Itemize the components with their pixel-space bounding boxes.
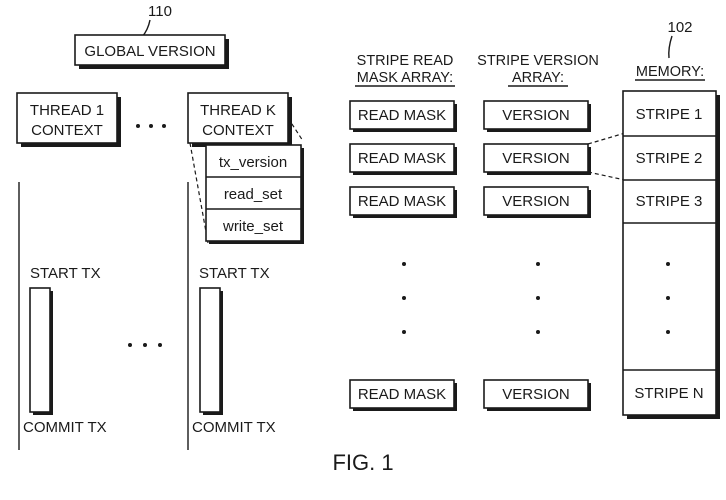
version-cell-n: VERSION — [483, 379, 591, 411]
figure-caption: FIG. 1 — [332, 450, 393, 475]
read-mask-cell-3-label: READ MASK — [358, 193, 446, 210]
context-expansion-line-top — [287, 117, 304, 142]
read-mask-header-line1: STRIPE READ — [357, 53, 454, 69]
read-mask-cell-2-label: READ MASK — [358, 150, 446, 167]
stripe-1: STRIPE 1 — [636, 106, 703, 123]
global-version-label: GLOBAL VERSION — [84, 43, 215, 60]
version-header-line2: ARRAY: — [512, 70, 564, 86]
thread-1-label-line1: THREAD 1 — [30, 102, 104, 119]
ref-102: 102 — [667, 19, 692, 36]
version-cell-1: VERSION — [483, 100, 591, 132]
field-write-set: write_set — [222, 218, 284, 235]
read-mask-cell-2: READ MASK — [349, 143, 457, 175]
ref-102-leader — [668, 35, 673, 59]
stripe-2: STRIPE 2 — [636, 150, 703, 167]
version-cell-2-label: VERSION — [502, 150, 570, 167]
thread-1-label-line2: CONTEXT — [31, 122, 103, 139]
thread-k-context-box: THREAD K CONTEXT — [187, 92, 292, 147]
version-to-stripe-link-top — [587, 132, 626, 145]
version-cell-1-label: VERSION — [502, 107, 570, 124]
thread-1-commit-tx: COMMIT TX — [23, 419, 107, 436]
global-version-box: GLOBAL VERSION — [74, 34, 229, 69]
read-mask-cell-3: READ MASK — [349, 186, 457, 218]
version-cell-n-label: VERSION — [502, 386, 570, 403]
version-header-line1: STRIPE VERSION — [477, 53, 599, 69]
version-array: VERSION VERSION VERSION VERSION — [483, 100, 591, 411]
context-expansion-line-bottom — [189, 142, 209, 244]
stripe-n: STRIPE N — [634, 385, 703, 402]
read-mask-header-line2: MASK ARRAY: — [357, 70, 453, 86]
ref-110: 110 — [148, 3, 172, 20]
read-mask-cell-1-label: READ MASK — [358, 107, 446, 124]
memory-ellipsis — [666, 262, 670, 334]
thread-k-commit-tx: COMMIT TX — [192, 419, 276, 436]
memory-column: STRIPE 1 STRIPE 2 STRIPE 3 STRIPE N — [622, 90, 720, 419]
read-mask-cell-n-label: READ MASK — [358, 386, 446, 403]
read-mask-ellipsis — [402, 262, 406, 334]
read-mask-cell-1: READ MASK — [349, 100, 457, 132]
field-read-set: read_set — [224, 186, 283, 203]
thread-1-timeline: START TX COMMIT TX — [18, 182, 107, 450]
read-mask-cell-n: READ MASK — [349, 379, 457, 411]
version-to-stripe-link-bottom — [587, 171, 626, 181]
stripe-3: STRIPE 3 — [636, 193, 703, 210]
thread-k-start-tx: START TX — [199, 265, 270, 282]
timeline-ellipsis — [128, 343, 162, 347]
thread-context-ellipsis — [136, 124, 166, 128]
field-tx-version: tx_version — [219, 154, 287, 171]
thread-k-label-line1: THREAD K — [200, 102, 276, 119]
context-fields: tx_version read_set write_set — [205, 144, 304, 244]
read-mask-array: READ MASK READ MASK READ MASK READ MASK — [349, 100, 457, 411]
thread-k-label-line2: CONTEXT — [202, 122, 274, 139]
thread-1-start-tx: START TX — [30, 265, 101, 282]
version-cell-3-label: VERSION — [502, 193, 570, 210]
version-cell-2: VERSION — [483, 143, 591, 175]
version-ellipsis — [536, 262, 540, 334]
thread-k-timeline: START TX COMMIT TX — [187, 182, 276, 450]
thread-1-context-box: THREAD 1 CONTEXT — [16, 92, 121, 147]
version-cell-3: VERSION — [483, 186, 591, 218]
memory-header: MEMORY: — [636, 64, 704, 80]
